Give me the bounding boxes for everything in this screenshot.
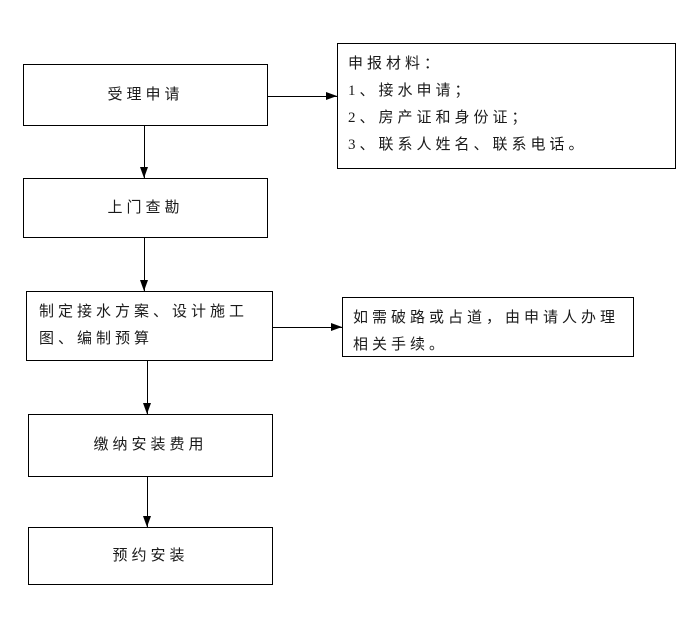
- arrow-right-step3-note2: [273, 323, 342, 331]
- arrow-right-step1-note1: [268, 92, 337, 100]
- flow-step-plan-design-budget: 制定接水方案、设计施工图、编制预算: [26, 291, 273, 361]
- note-road-permit: 如需破路或占道，由申请人办理相关手续。: [342, 297, 634, 357]
- flow-step-pay-installation-fee: 缴纳安装费用: [28, 414, 273, 477]
- flow-step-label: 上门查勘: [107, 199, 184, 216]
- note-line: 3、联系人姓名、联系电话。: [348, 137, 588, 153]
- flow-step-label: 受理申请: [107, 86, 184, 103]
- note-line: 1、接水申请；: [348, 83, 474, 99]
- arrow-down-step1-step2: [140, 126, 148, 178]
- flow-step-label: 缴纳安装费用: [93, 437, 208, 453]
- flow-step-site-survey: 上门查勘: [23, 178, 268, 238]
- note-application-materials: 申报材料： 1、接水申请； 2、房产证和身份证； 3、联系人姓名、联系电话。: [337, 43, 676, 169]
- note-line: 申报材料：: [348, 56, 444, 72]
- arrow-down-step2-step3: [140, 238, 148, 291]
- flow-step-label: 预约安装: [112, 547, 189, 564]
- note-line: 2、房产证和身份证；: [348, 110, 531, 126]
- flow-step-schedule-installation: 预约安装: [28, 527, 273, 585]
- arrow-down-step4-step5: [143, 477, 151, 527]
- note-line: 如需破路或占道，由申请人办理相关手续。: [353, 310, 620, 353]
- arrow-down-step3-step4: [143, 361, 151, 414]
- flow-step-label: 制定接水方案、设计施工图、编制预算: [39, 304, 249, 347]
- flow-step-accept-application: 受理申请: [23, 64, 268, 126]
